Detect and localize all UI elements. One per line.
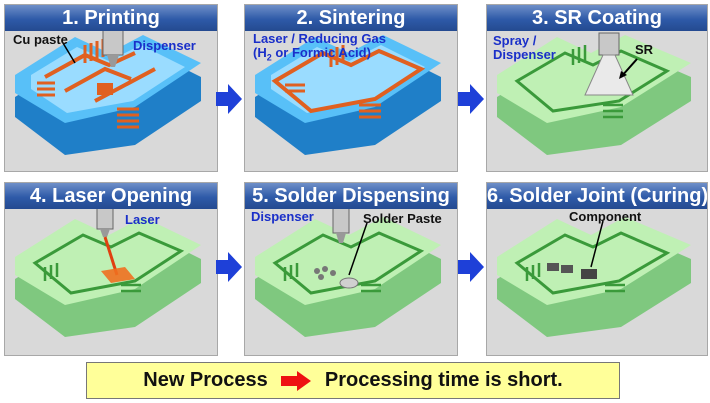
panel-title: 6. Solder Joint (Curing) <box>487 183 708 209</box>
panel-solder-dispensing: 5. Solder Dispensing Dispenser Solder Pa… <box>244 182 458 356</box>
solder-dispensing-illustration <box>255 204 441 337</box>
sprayer-icon <box>584 32 634 96</box>
arrow-right-icon <box>458 84 484 114</box>
panel-solder-joint: 6. Solder Joint (Curing) Component <box>486 182 708 356</box>
dispenser-label: Dispenser <box>251 209 314 224</box>
cu-paste-label: Cu paste <box>13 32 68 47</box>
red-arrow-icon <box>281 370 312 391</box>
dispenser-label: Dispenser <box>493 47 556 62</box>
panel-sintering: 2. Sintering Laser / Reducing Gas (H2 or… <box>244 4 458 172</box>
banner-right-text: Processing time is short. <box>324 369 563 391</box>
laser-head-icon <box>96 202 114 237</box>
arrow-right-icon <box>216 84 242 114</box>
panel-laser-opening: 4. Laser Opening Laser <box>4 182 218 356</box>
laser-opening-illustration <box>15 202 201 337</box>
laser-gas-label: Laser / Reducing Gas <box>253 31 386 46</box>
sintering-illustration <box>255 35 441 155</box>
banner-left-text: New Process <box>143 369 268 391</box>
laser-label: Laser <box>125 212 160 227</box>
panel-title: 2. Sintering <box>245 5 457 31</box>
solder-paste-label: Solder Paste <box>363 211 442 226</box>
sr-coating-illustration <box>497 32 691 155</box>
summary-banner: New Process Processing time is short. <box>86 362 620 399</box>
panel-title: 5. Solder Dispensing <box>245 183 457 209</box>
panel-title: 4. Laser Opening <box>5 183 217 209</box>
panel-sr-coating: 3. SR Coating Spray / Dispenser SR <box>486 4 708 172</box>
component-chip-icon <box>547 263 597 279</box>
panel-title: 1. Printing <box>5 5 217 31</box>
spray-label: Spray / <box>493 33 537 48</box>
solder-dispenser-icon <box>332 204 350 243</box>
solder-joint-illustration <box>497 217 691 337</box>
sr-label: SR <box>635 42 654 57</box>
component-label: Component <box>569 209 642 224</box>
printing-illustration <box>15 24 201 155</box>
arrow-right-icon <box>216 252 242 282</box>
arrow-right-icon <box>458 252 484 282</box>
dispenser-label: Dispenser <box>133 38 196 53</box>
formic-acid-label: (H2 or Formic Acid) <box>253 45 371 63</box>
dispenser-icon <box>102 24 124 67</box>
panel-printing: 1. Printing Cu paste Dispenser <box>4 4 218 172</box>
panel-title: 3. SR Coating <box>487 5 707 31</box>
